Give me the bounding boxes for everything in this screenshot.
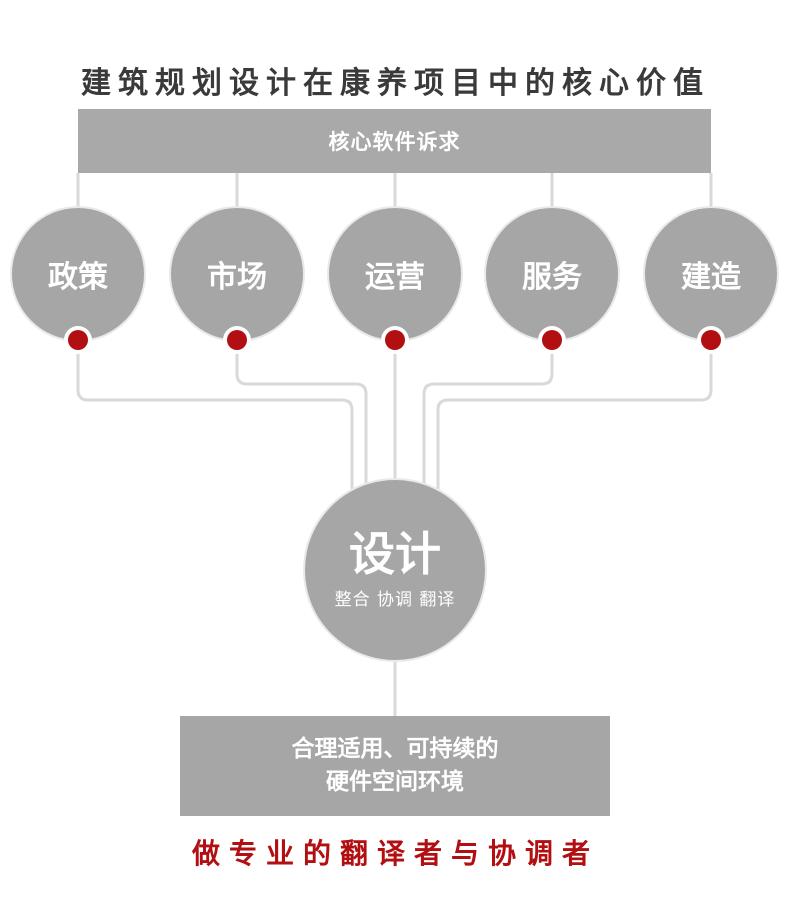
demand-label: 建造 bbox=[681, 260, 741, 295]
connection-dot-operation bbox=[385, 330, 405, 350]
demand-label: 市场 bbox=[207, 260, 267, 295]
demand-circle-policy: 政策 bbox=[12, 208, 144, 340]
demand-label: 政策 bbox=[48, 260, 108, 295]
design-center-circle: 设计 整合 协调 翻译 bbox=[305, 480, 485, 660]
flow-line-2 bbox=[235, 352, 368, 488]
center-subtitle: 整合 协调 翻译 bbox=[334, 589, 456, 610]
demand-label: 服务 bbox=[522, 260, 582, 295]
demand-circle-service: 服务 bbox=[486, 208, 618, 340]
connection-dot-market bbox=[227, 330, 247, 350]
demand-label: 运营 bbox=[365, 260, 425, 295]
core-demands-header: 核心软件诉求 bbox=[78, 109, 711, 173]
result-box: 合理适用、可持续的 硬件空间环境 bbox=[180, 716, 610, 816]
flow-line-4 bbox=[422, 352, 554, 488]
result-line-2: 硬件空间环境 bbox=[326, 769, 464, 795]
result-line-1: 合理适用、可持续的 bbox=[291, 735, 499, 762]
header-label: 核心软件诉求 bbox=[328, 130, 461, 154]
connection-dot-construction bbox=[701, 330, 721, 350]
connection-dot-policy bbox=[68, 330, 88, 350]
flow-line-1 bbox=[76, 352, 354, 492]
demand-circle-operation: 运营 bbox=[329, 208, 461, 340]
slogan: 做专业的翻译者与协调者 bbox=[191, 837, 599, 870]
demand-circle-market: 市场 bbox=[171, 208, 303, 340]
diagram-title: 建筑规划设计在康养项目中的核心价值 bbox=[81, 66, 710, 101]
flow-line-5 bbox=[436, 352, 713, 492]
center-title: 设计 bbox=[349, 527, 441, 582]
demand-circle-construction: 建造 bbox=[645, 208, 777, 340]
connection-dot-service bbox=[542, 330, 562, 350]
